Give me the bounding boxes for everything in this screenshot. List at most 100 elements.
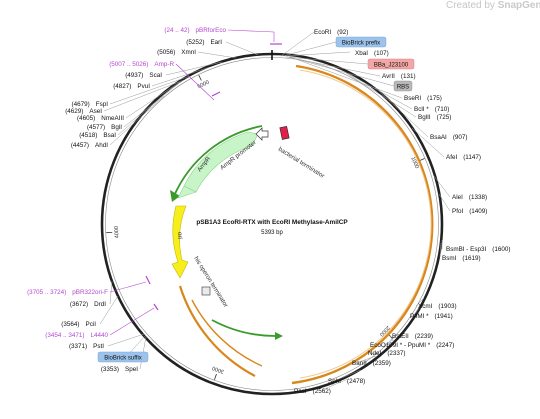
primer-l4440: (3454 .. 3471)L4440 [45,332,108,339]
leader-alei [433,175,451,198]
leader-l4440 [109,307,155,336]
leader-bsmi [439,242,442,258]
leader-bgli [123,83,179,128]
site-eari: (5252)EarI [186,39,222,46]
primer-labels: (24 .. 42)pBRforEco (5007 .. 5026)Amp-R … [27,27,226,339]
leader-fspi [109,75,191,105]
orange-cds-arc-shadow [299,69,432,379]
j23100-box [367,58,415,70]
site-pasi: PasI(2562) [294,388,331,395]
site-bgli: (4577)BglI [87,124,122,131]
bacterial-terminator-box [279,125,290,140]
site-bcli: BclI *(710) [414,106,449,113]
watermark-prefix: Created by [446,0,498,11]
site-nmeaiii: (4605)NmeAIII [77,115,124,122]
biobrick-suffix-label: BioBrick suffix [104,356,142,362]
site-scai: (4937)ScaI [125,72,162,79]
site-bsaai: BsaAI(907) [430,134,468,141]
site-ahdi: (4457)AhdI [71,142,108,149]
leader-psti [107,333,145,347]
site-bsai: (4518)BsaI [79,132,116,139]
biobrick-suffix-box [97,351,149,363]
leader-xmni [197,51,237,59]
site-drdi: (3672)DrdI [70,301,106,308]
leader-ahdi [109,95,165,146]
leader-pbr322ori-f [109,281,147,293]
leader-bsaai [377,89,429,138]
site-banii: BanII(2359) [352,360,391,367]
leader-pcii [99,295,119,325]
orange-cds-arc [291,64,434,385]
leader-pbrforeco [227,29,275,42]
site-xbai: XbaI(107) [355,50,389,57]
leader-afei [411,127,445,158]
site-asei: (4629)AseI [65,108,102,115]
bacterial-terminator-label: bacterial terminator [277,146,326,180]
site-spei: (3353)SpeI [101,366,138,373]
leader-ecori [280,31,315,57]
sites-right: EcoRI(92) XbaI(107) AvrII(131) BseRI(175… [294,29,510,395]
snapgene-logo: SnapGene [497,0,540,11]
orange-arc-lower-left-2 [191,299,263,367]
tick-1000-label: 1000 [409,156,419,170]
ampr-arrow-head [177,185,197,199]
primer-pbr322ori-f-arrow [145,275,151,285]
leader-biobrick-prefix [282,41,337,57]
map-length: 5393 bp [261,230,283,236]
leader-pasi [321,378,349,391]
biobrick-prefix-label: BioBrick prefix [342,41,380,47]
site-sphi: SphI(2478) [328,378,365,385]
map-title: pSB1A3 EcoRI-RTX with EcoRI Methylase-Am… [196,219,348,226]
site-pvui: (4827)PvuI [113,83,150,90]
his-operon-terminator-label: his operon terminator [192,255,229,308]
tick-3000-label: 3000 [211,364,225,374]
site-xmni: (5056)XmnI [157,49,196,56]
leader-bsai [117,87,173,136]
leader-sphi [333,369,362,382]
site-ecori: EcoRI(92) [314,29,348,36]
leader-j23100 [285,56,369,65]
leader-banii [355,355,377,364]
site-alei: AleI(1338) [452,194,487,201]
leader-xcmi [415,297,425,307]
leader-lines-left [99,41,259,370]
snapgene-watermark: Created by SnapGene [446,0,540,11]
site-bseri: BseRI(175) [404,95,442,102]
site-avrii: AvrII(131) [382,73,416,80]
site-bglii: BglII(725) [418,114,451,121]
leader-drdi [109,280,113,305]
site-pfoi: PfoI(1409) [452,208,487,215]
leader-bglii [345,72,417,118]
tick-3000: 3000 [211,364,225,380]
leader-ndei [369,352,379,355]
tick-5000-mark [198,74,202,81]
orange-arc-lower-left [178,285,256,377]
ori-feature [171,205,189,279]
primer-leader-lines [109,29,275,336]
site-fspi: (4679)FspI [72,101,109,108]
leader-bsteii [389,335,394,342]
leader-pflmi [413,305,421,317]
ori-label: ori [176,232,183,239]
leader-nmeaiii [125,81,181,119]
leader-scai [165,61,223,76]
site-pflmi: PflMI *(1941) [410,313,453,320]
tick-3000-mark [214,373,217,380]
leader-pvui [151,66,211,87]
leader-amp-r [175,63,215,101]
primer-amp-r: (5007 .. 5026)Amp-R [109,61,174,68]
leader-rbs [288,56,395,87]
green-arc-bottom [211,319,276,337]
biobrick-prefix-box [335,36,387,48]
tick-5000-label: 5000 [197,80,211,91]
site-ndei: NdeI(2337) [368,350,406,357]
green-arc-bottom-head [275,332,283,340]
tick-4000-label: 4000 [114,226,121,239]
leader-asei [103,79,185,112]
site-bsmbi-esp3i: BsmBI - Esp3I(1600) [446,246,510,253]
rbs-box [393,80,413,92]
leader-avrii [286,56,381,77]
site-ecoo109i-ppumi: EcoO109I * - PpuMI *(2247) [370,342,454,349]
primer-l4440-arrow [153,303,159,311]
his-terminator-box [201,286,211,296]
